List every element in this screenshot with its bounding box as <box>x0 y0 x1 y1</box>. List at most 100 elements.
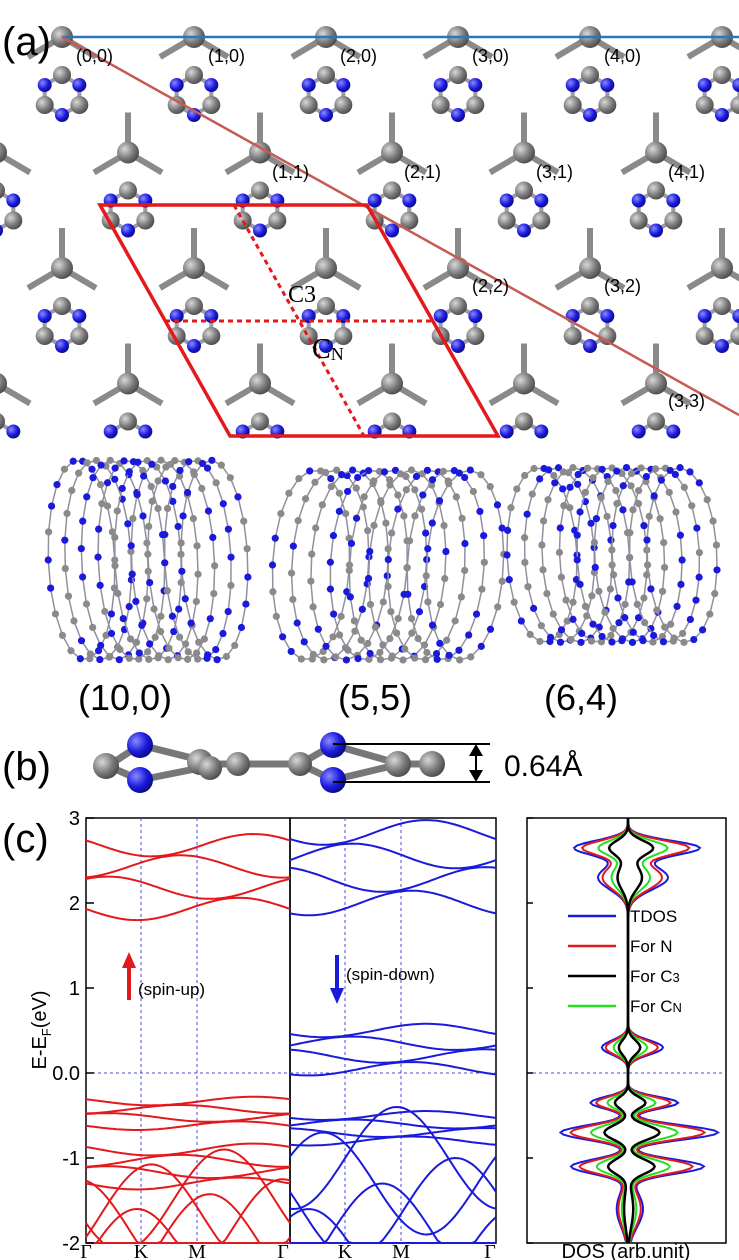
carbon-atom <box>299 96 318 114</box>
spin-down-label: (spin-down) <box>346 965 435 984</box>
carbon-atom <box>0 142 7 163</box>
carbon-atom <box>730 327 739 345</box>
carbon-atom <box>185 66 203 84</box>
y-tick-label: 3 <box>69 808 80 830</box>
carbon-atom <box>645 372 667 395</box>
band-line <box>289 1048 497 1064</box>
band-line <box>85 1148 291 1244</box>
carbon-atom <box>579 257 601 279</box>
band-line <box>85 1095 291 1107</box>
spin-down-band-frame <box>289 817 497 1244</box>
band-line <box>85 1163 291 1244</box>
nitrogen-atom <box>534 424 549 439</box>
kpoint-label-k: K <box>338 1241 353 1260</box>
legend-cn: For CN <box>630 997 682 1016</box>
carbon-atom <box>0 182 5 199</box>
lattice-index-label: (0,0) <box>76 46 113 66</box>
spin-down-bands <box>289 819 497 1244</box>
carbon-atom <box>645 141 667 164</box>
carbon-atom <box>249 141 271 164</box>
nitrogen-atom <box>204 78 219 92</box>
nitrogen-atom <box>72 78 87 92</box>
carbon-atom <box>51 257 73 279</box>
carbon-atom <box>251 181 269 200</box>
band-line <box>85 1178 291 1244</box>
carbon-atom <box>515 412 533 431</box>
carbon-atom <box>383 412 401 431</box>
carbon-atom <box>449 297 467 315</box>
buckling-marker <box>333 743 490 783</box>
nitrogen-atom <box>55 108 69 122</box>
carbon-atom <box>695 327 714 345</box>
band-line <box>85 854 291 879</box>
dos-curve <box>603 818 630 1244</box>
nitrogen-atom <box>301 78 316 92</box>
carbon-atom <box>598 96 617 114</box>
kpoint-label-m: M <box>188 1241 206 1260</box>
nitrogen-atom <box>666 424 681 439</box>
nitrogen-atom <box>600 309 615 323</box>
carbon-atom <box>317 297 335 315</box>
carbon-atom <box>629 211 648 230</box>
nanotube-model <box>503 464 721 646</box>
carbon-atom <box>183 257 205 279</box>
unit-cell-dashed-b <box>232 204 366 437</box>
nitrogen-atom <box>583 339 597 353</box>
band-line <box>289 1022 497 1039</box>
carbon-atom <box>119 412 137 431</box>
band-line <box>85 1104 290 1115</box>
carbon-atom <box>419 751 445 777</box>
nitrogen-atom <box>138 424 153 439</box>
spin-up-arrow <box>122 952 136 1000</box>
nitrogen-atom <box>385 223 399 238</box>
nanotube-models <box>44 456 721 664</box>
carbon-atom <box>0 373 7 394</box>
carbon-atom <box>249 372 271 395</box>
nitrogen-atom <box>433 309 448 323</box>
carbon-atom <box>53 66 71 84</box>
carbon-atom <box>515 181 533 200</box>
carbon-atom <box>449 66 467 84</box>
carbon-atom <box>532 211 551 230</box>
carbon-atom <box>513 141 535 164</box>
lattice-index-label: (3,3) <box>668 391 705 411</box>
unit-cell-outline <box>97 203 502 438</box>
nitrogen-atom <box>0 224 3 237</box>
site-cn-label: CN <box>312 334 344 365</box>
band-line <box>289 866 497 893</box>
y-tick-label: 2 <box>69 893 80 915</box>
carbon-atom <box>117 141 139 164</box>
carbon-atom <box>268 211 287 230</box>
carbon-atom <box>447 257 469 279</box>
carbon-atom <box>117 372 139 395</box>
nitrogen-atom <box>600 78 615 92</box>
nitrogen-atom <box>631 193 646 208</box>
lattice-atoms <box>0 26 739 439</box>
lattice-index-label: (2,2) <box>472 276 509 296</box>
nitrogen-atom <box>468 309 483 323</box>
band-line <box>289 1118 497 1130</box>
carbon-atom <box>315 257 337 279</box>
kpoint-label-gamma: Γ <box>80 1241 92 1260</box>
carbon-atom <box>381 372 403 395</box>
spin-up-label: (spin-up) <box>138 980 205 999</box>
band-line <box>85 1112 291 1123</box>
lattice-bonds <box>0 34 739 434</box>
carbon-atom <box>202 96 221 114</box>
carbon-atom <box>93 753 119 779</box>
nitrogen-atom <box>732 309 739 323</box>
lattice-index-label: (3,2) <box>604 276 641 296</box>
carbon-atom <box>563 96 582 114</box>
lattice-index-label: (1,1) <box>272 162 309 182</box>
nitrogen-atom <box>253 223 267 238</box>
kpoint-label-gamma: Γ <box>277 1241 289 1260</box>
kpoint-label-k: K <box>134 1241 149 1260</box>
band-line <box>289 1156 497 1244</box>
panel-a: (a) (0,0) (1,0) (2,0) (3,0) (4,0) (1,1) … <box>0 20 739 718</box>
nitrogen-atom <box>697 78 712 92</box>
dos-legend: TDOS For N For C3 For CN <box>568 907 682 1016</box>
lattice-index-label: (2,0) <box>340 46 377 66</box>
